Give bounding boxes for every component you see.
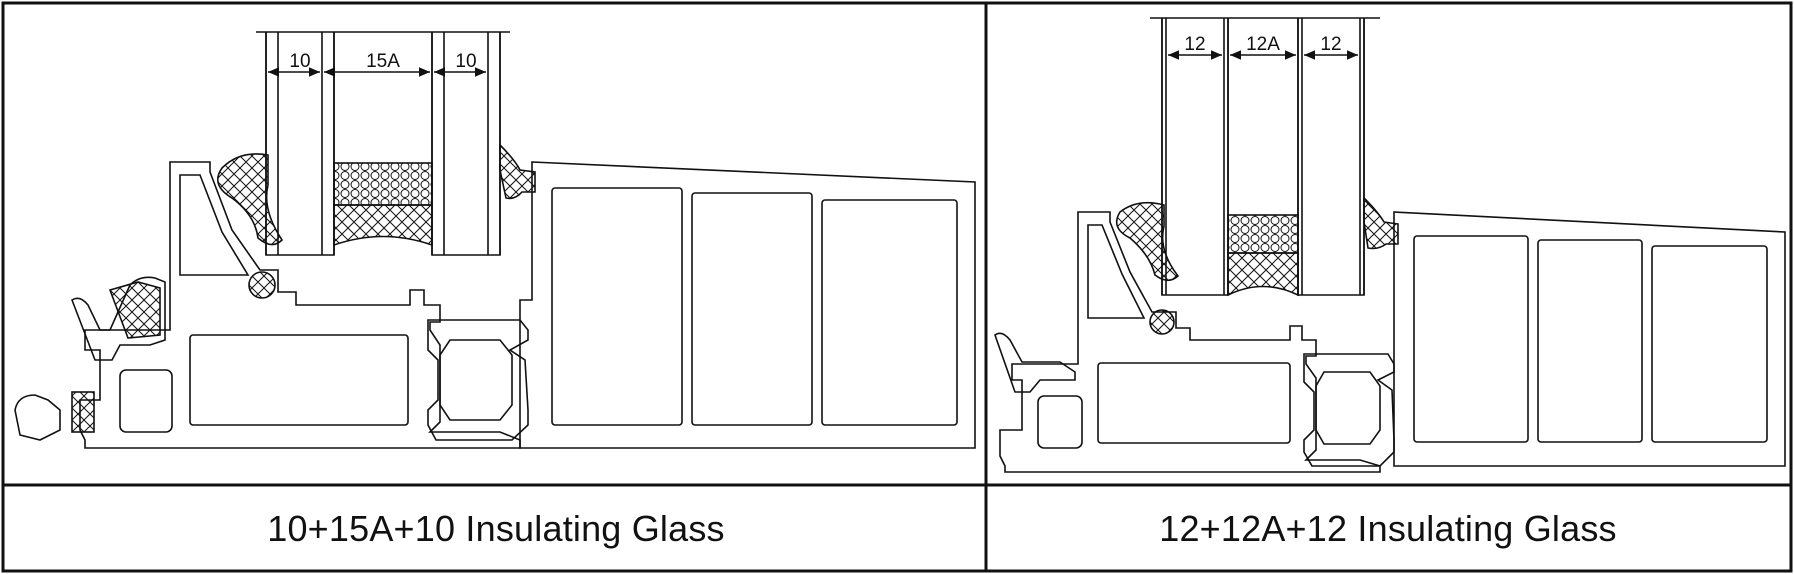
chamber-main-left bbox=[189, 334, 409, 426]
frame-chamber-2-right bbox=[1537, 239, 1643, 443]
thermal-break-left bbox=[427, 319, 529, 441]
frame-chamber-2-left bbox=[691, 192, 813, 426]
glass-pane-inner-left bbox=[431, 32, 501, 256]
caption-right: 12+12A+12 Insulating Glass bbox=[1159, 508, 1617, 549]
glazing-gasket-outer-right bbox=[1115, 201, 1180, 282]
frame-outer-right bbox=[1393, 211, 1786, 467]
dimension-label-3-left: 10 bbox=[455, 51, 476, 72]
dimension-label-1-left: 10 bbox=[289, 51, 310, 72]
dimension-label-2-right: 12A bbox=[1246, 34, 1280, 55]
glazing-gasket-inner-left bbox=[499, 143, 536, 200]
sealant-right bbox=[1227, 252, 1299, 297]
wedge-gasket-left bbox=[248, 271, 276, 299]
frame-outer-left bbox=[519, 161, 976, 449]
frame-leg-right bbox=[994, 332, 1076, 393]
glass-pane-inner-right bbox=[1297, 18, 1365, 296]
caption-left: 10+15A+10 Insulating Glass bbox=[267, 508, 725, 549]
thermal-break-core-left bbox=[439, 339, 513, 421]
frame-leg-left bbox=[71, 276, 166, 361]
frame-chamber-3-right bbox=[1651, 245, 1768, 443]
glazing-gasket-inner-right bbox=[1363, 196, 1399, 250]
chamber-small-right bbox=[1037, 395, 1083, 449]
drip-gasket-left bbox=[14, 394, 61, 441]
desiccant-spacer-right bbox=[1227, 214, 1299, 254]
glazing-gasket-outer-left bbox=[216, 153, 284, 246]
frame-chamber-3-left bbox=[821, 199, 958, 426]
dimension-label-1-right: 12 bbox=[1184, 34, 1205, 55]
frame-gasket-left bbox=[108, 281, 161, 339]
profile-section-left bbox=[14, 31, 976, 449]
chamber-small-left bbox=[119, 369, 173, 433]
dimension-label-2-left: 15A bbox=[366, 51, 400, 72]
glass-pane-outer-right bbox=[1161, 18, 1229, 296]
desiccant-spacer-left bbox=[333, 162, 433, 206]
profile-section-right bbox=[994, 17, 1786, 473]
wedge-gasket-right bbox=[1149, 309, 1175, 335]
frame-chamber-1-left bbox=[551, 187, 683, 426]
sash-profile-right bbox=[999, 211, 1381, 473]
sealant-left bbox=[333, 204, 433, 247]
thermal-break-core-right bbox=[1315, 371, 1381, 445]
sash-inner-wall-right bbox=[1087, 224, 1146, 319]
dimension-label-3-right: 12 bbox=[1320, 34, 1341, 55]
frame-chamber-1-right bbox=[1413, 235, 1529, 443]
glass-pane-outer-left bbox=[265, 32, 335, 256]
sash-inner-wall-left bbox=[179, 174, 250, 276]
drip-seal-left bbox=[71, 391, 95, 433]
chamber-main-right bbox=[1097, 362, 1291, 444]
